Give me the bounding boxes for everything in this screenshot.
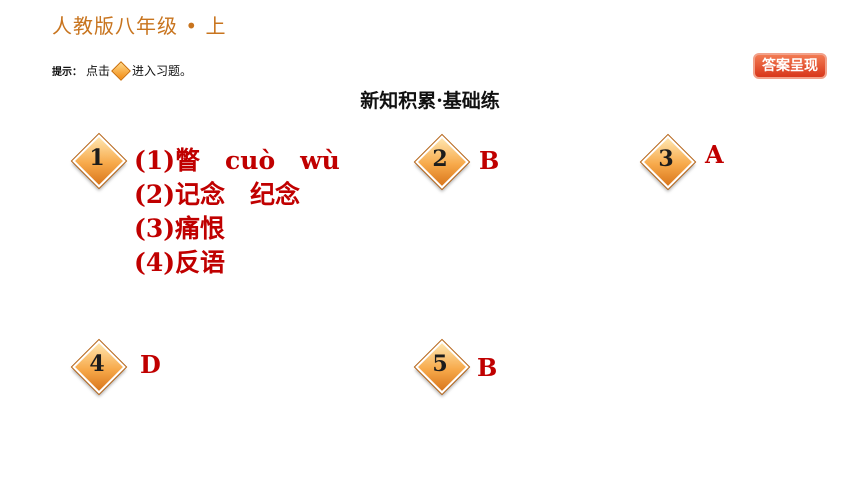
question-5-answer: B (477, 353, 498, 382)
answer-line: (1)瞥 cuò wù (134, 146, 340, 175)
question-number: 1 (89, 145, 105, 171)
hint-bar: 提示： 点击 进入习题。 (52, 60, 193, 81)
question-2-answer: B (479, 146, 500, 175)
diamond-icon (111, 60, 131, 81)
hint-post: 进入习题。 (132, 64, 193, 78)
question-3-answer: A (705, 140, 724, 169)
question-1-answer: (1)瞥 cuò wù (2)记念 纪念 (3)痛恨 (4)反语 (134, 144, 340, 280)
question-3-button[interactable]: 3 (641, 135, 695, 189)
hint-prefix: 提示： (52, 67, 82, 78)
question-1-button[interactable]: 1 (72, 134, 126, 188)
question-number: 2 (432, 146, 448, 172)
answer-line: (2)记念 纪念 (134, 180, 301, 209)
question-number: 3 (658, 146, 674, 172)
question-4-answer: D (140, 350, 161, 379)
question-5-button[interactable]: 5 (415, 340, 469, 394)
section-title: 新知积累·基础练 (360, 90, 500, 112)
question-number: 5 (432, 351, 448, 377)
question-number: 4 (89, 351, 105, 377)
question-4-button[interactable]: 4 (72, 340, 126, 394)
question-2-button[interactable]: 2 (415, 135, 469, 189)
answer-show-button[interactable]: 答案呈现 (753, 53, 827, 79)
header-title: 人教版八年级 • 上 (52, 14, 227, 38)
answer-line: (3)痛恨 (134, 214, 226, 243)
hint-pre: 点击 (86, 64, 111, 78)
answer-line: (4)反语 (134, 248, 226, 277)
